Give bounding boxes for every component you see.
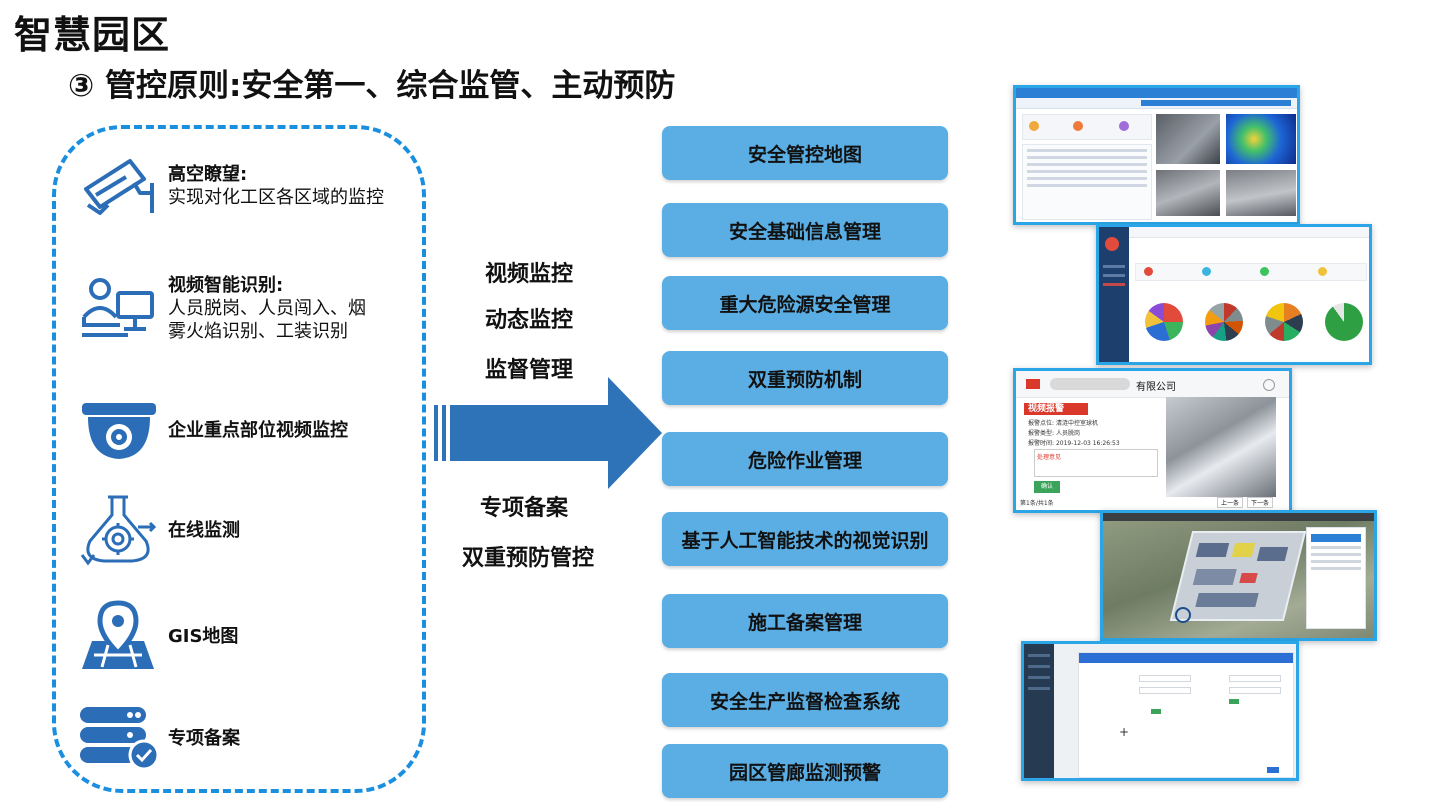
server-check-icon: [78, 702, 158, 774]
field-label: 报警时间:: [1028, 440, 1055, 447]
field-label: 报警点位:: [1028, 420, 1055, 427]
screenshot-dashboard: [1013, 85, 1300, 225]
feature-key-video: 企业重点部位视频监控: [78, 394, 348, 466]
feature-gis-map: GIS地图: [78, 600, 238, 672]
page-subtitle: ③ 管控原则:安全第一、综合监管、主动预防: [68, 68, 676, 104]
feature-heading: 企业重点部位视频监控: [168, 419, 348, 441]
screenshot-video-alarm: 有限公司 视频报警 报警点位: 清涟中控室球机 报警类型: 人员脱岗 报警时间:…: [1013, 368, 1292, 513]
feature-special-filing: 专项备案: [78, 702, 240, 774]
comment-textarea[interactable]: 处理意见: [1034, 449, 1158, 477]
middle-label: 动态监控: [485, 308, 574, 333]
middle-label: 专项备案: [480, 496, 569, 521]
feature-desc: 人员脱岗、人员闯入、烟: [168, 297, 366, 319]
feature-desc-cont: 雾火焰识别、工装识别: [168, 320, 348, 342]
company-logo-icon: [1026, 379, 1040, 389]
module-hazardous-work[interactable]: 危险作业管理: [662, 432, 948, 486]
feature-desc: 实现对化工区各区域的监控: [168, 187, 384, 208]
eye-icon: [1263, 379, 1275, 391]
screenshot-gis-3d: [1100, 510, 1377, 641]
flow-arrow-icon: [434, 377, 662, 489]
person-monitor-icon: [78, 272, 158, 344]
feature-heading: 视频智能识别:: [168, 274, 284, 296]
module-ai-vision[interactable]: 基于人工智能技术的视觉识别: [662, 512, 948, 566]
feature-high-altitude: 高空瞭望: 实现对化工区各区域的监控: [78, 150, 384, 222]
pager-text: 第1条/共1条: [1020, 500, 1054, 507]
module-basic-info[interactable]: 安全基础信息管理: [662, 203, 948, 257]
submit-button[interactable]: [1267, 767, 1279, 773]
screenshot-pie-stats: [1096, 224, 1372, 365]
module-major-hazard[interactable]: 重大危险源安全管理: [662, 276, 948, 330]
alarm-header: 视频报警: [1024, 403, 1088, 415]
flask-gear-icon: [78, 494, 158, 566]
cctv-camera-icon: [78, 150, 158, 222]
feature-video-ai: 视频智能识别: 人员脱岗、人员闯入、烟 雾火焰识别、工装识别: [78, 272, 366, 344]
feature-online-monitor: 在线监测: [78, 494, 240, 566]
module-pipe-gallery[interactable]: 园区管廊监测预警: [662, 744, 948, 798]
module-safety-map[interactable]: 安全管控地图: [662, 126, 948, 180]
confirm-button[interactable]: 确认: [1034, 481, 1060, 493]
middle-label: 监督管理: [485, 358, 574, 383]
company-name: 有限公司: [1136, 382, 1176, 393]
feature-heading: 高空瞭望:: [168, 164, 248, 185]
next-button[interactable]: 下一条: [1246, 497, 1273, 508]
feature-panel: [52, 125, 426, 793]
module-dual-prevention[interactable]: 双重预防机制: [662, 351, 948, 405]
feature-heading: 在线监测: [168, 519, 240, 541]
dome-camera-icon: [78, 394, 158, 466]
field-label: 报警类型:: [1028, 430, 1055, 437]
field-value: 2019-12-03 16:26:53: [1055, 440, 1120, 447]
module-inspection-system[interactable]: 安全生产监督检查系统: [662, 673, 948, 727]
middle-label: 视频监控: [485, 262, 574, 287]
module-construction-filing[interactable]: 施工备案管理: [662, 594, 948, 648]
compass-icon[interactable]: [1175, 607, 1191, 623]
map-pin-icon: [78, 600, 158, 672]
page-title: 智慧园区: [14, 13, 171, 57]
prev-button[interactable]: 上一条: [1216, 497, 1243, 508]
middle-label: 双重预防管控: [462, 546, 595, 571]
feature-heading: GIS地图: [168, 625, 239, 647]
field-value: 人员脱岗: [1055, 430, 1080, 437]
feature-heading: 专项备案: [168, 727, 240, 749]
screenshot-form: +: [1021, 641, 1299, 781]
add-icon[interactable]: +: [1119, 725, 1130, 739]
field-value: 清涟中控室球机: [1055, 420, 1098, 427]
